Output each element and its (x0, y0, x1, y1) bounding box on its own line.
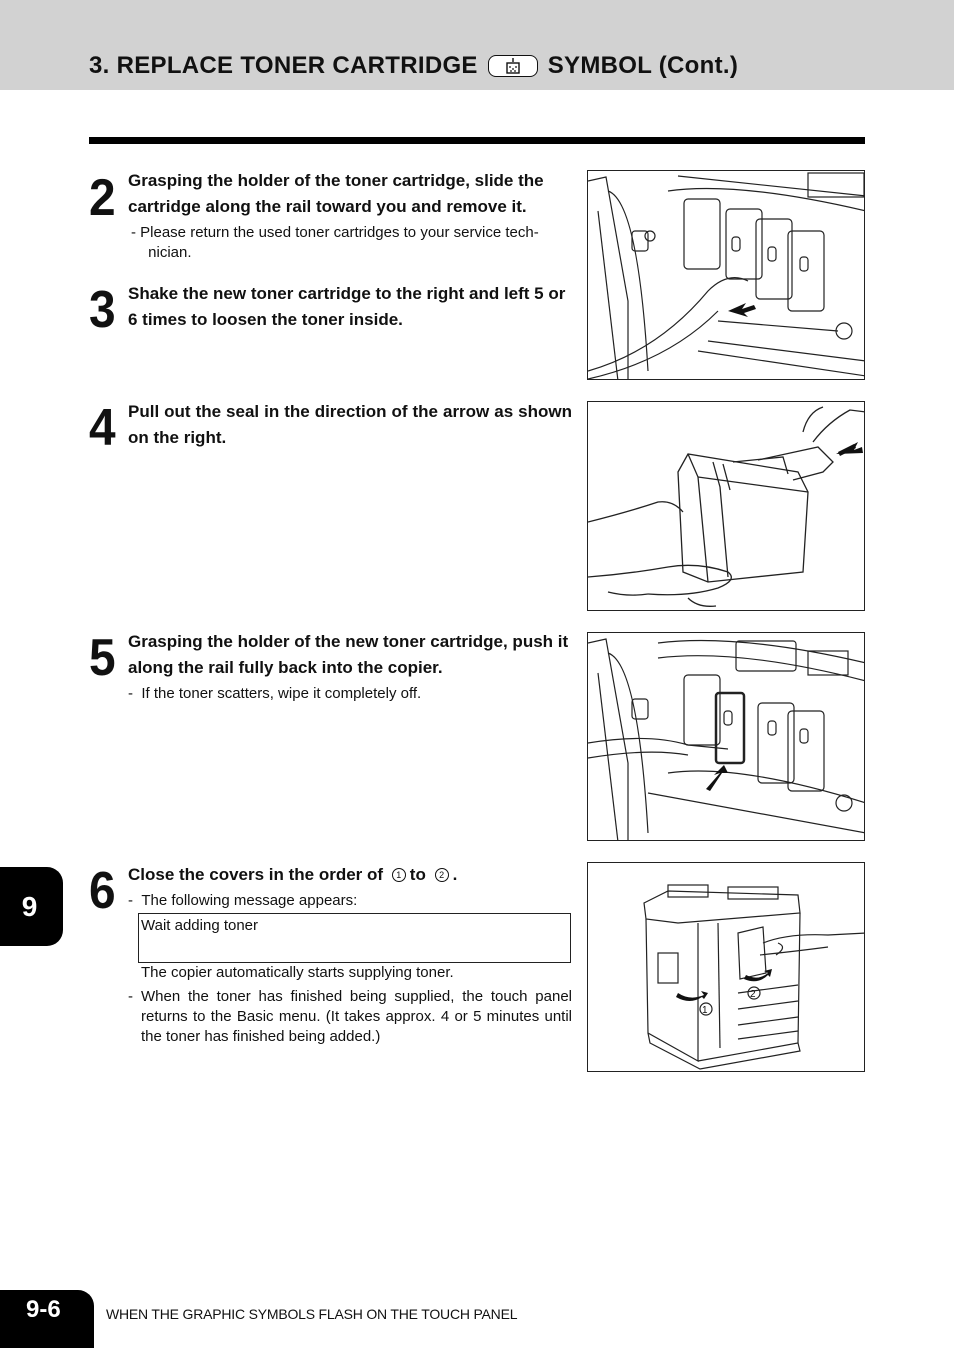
step-instruction-text: to (409, 865, 426, 884)
page-title-left: 3. REPLACE TONER CARTRIDGE (89, 52, 478, 79)
page-number-tab: 9-6 (0, 1290, 94, 1348)
step-instruction: Pull out the seal in the direction of th… (128, 402, 572, 447)
figure-remove-cartridge (587, 170, 865, 380)
step-number: 2 (89, 169, 116, 227)
step-note: The copier automatically starts supplyin… (141, 964, 454, 981)
step-instruction-text: . (452, 865, 458, 884)
chapter-tab: 9 (0, 867, 63, 946)
message-box: Wait adding toner (138, 913, 571, 963)
page-title: 3. REPLACE TONER CARTRIDGE SYMBOL (Cont.… (89, 52, 738, 80)
figure-close-covers: 1 2 (587, 862, 865, 1072)
close-covers-illustration: 1 2 (643, 884, 864, 1070)
header-band (0, 0, 954, 90)
chapter-number: 9 (21, 890, 38, 922)
footer-text: WHEN THE GRAPHIC SYMBOLS FLASH ON THE TO… (106, 1306, 518, 1322)
step-note: - Please return the used toner cartridge… (131, 224, 539, 261)
figure-insert-cartridge (587, 632, 865, 841)
step-instruction: Grasping the holder of the new toner car… (128, 632, 569, 677)
step-number: 3 (89, 281, 116, 339)
step-number: 5 (89, 629, 116, 687)
section-rule (89, 137, 865, 144)
step-number: 4 (89, 399, 116, 457)
figure-label-2: 2 (750, 989, 756, 1000)
figure-label-1: 1 (702, 1005, 708, 1016)
toner-cartridge-icon (487, 55, 538, 77)
page-number: 9-6 (26, 1296, 61, 1323)
step-note: - When the toner has finished being supp… (128, 988, 572, 1045)
insert-cartridge-illustration (588, 638, 864, 840)
step-instruction: Grasping the holder of the toner cartrid… (128, 171, 544, 216)
figure-pull-seal (587, 401, 865, 611)
step-number: 6 (89, 862, 116, 920)
step-note: - The following message appears: (128, 892, 358, 909)
step-instruction-text: Close the covers in the order of (128, 865, 384, 884)
step-note-text: When the toner has finished being suppli… (141, 988, 572, 1045)
circled-number-2: 2 (434, 868, 449, 882)
remove-cartridge-illustration (588, 172, 864, 379)
pull-seal-illustration (588, 406, 864, 607)
message-text: Wait adding toner (141, 917, 259, 934)
step-note: - If the toner scatters, wipe it complet… (128, 685, 422, 702)
step-instruction: Shake the new toner cartridge to the rig… (128, 284, 566, 329)
circled-number-1: 1 (391, 868, 406, 882)
page-title-right: SYMBOL (Cont.) (547, 52, 739, 79)
